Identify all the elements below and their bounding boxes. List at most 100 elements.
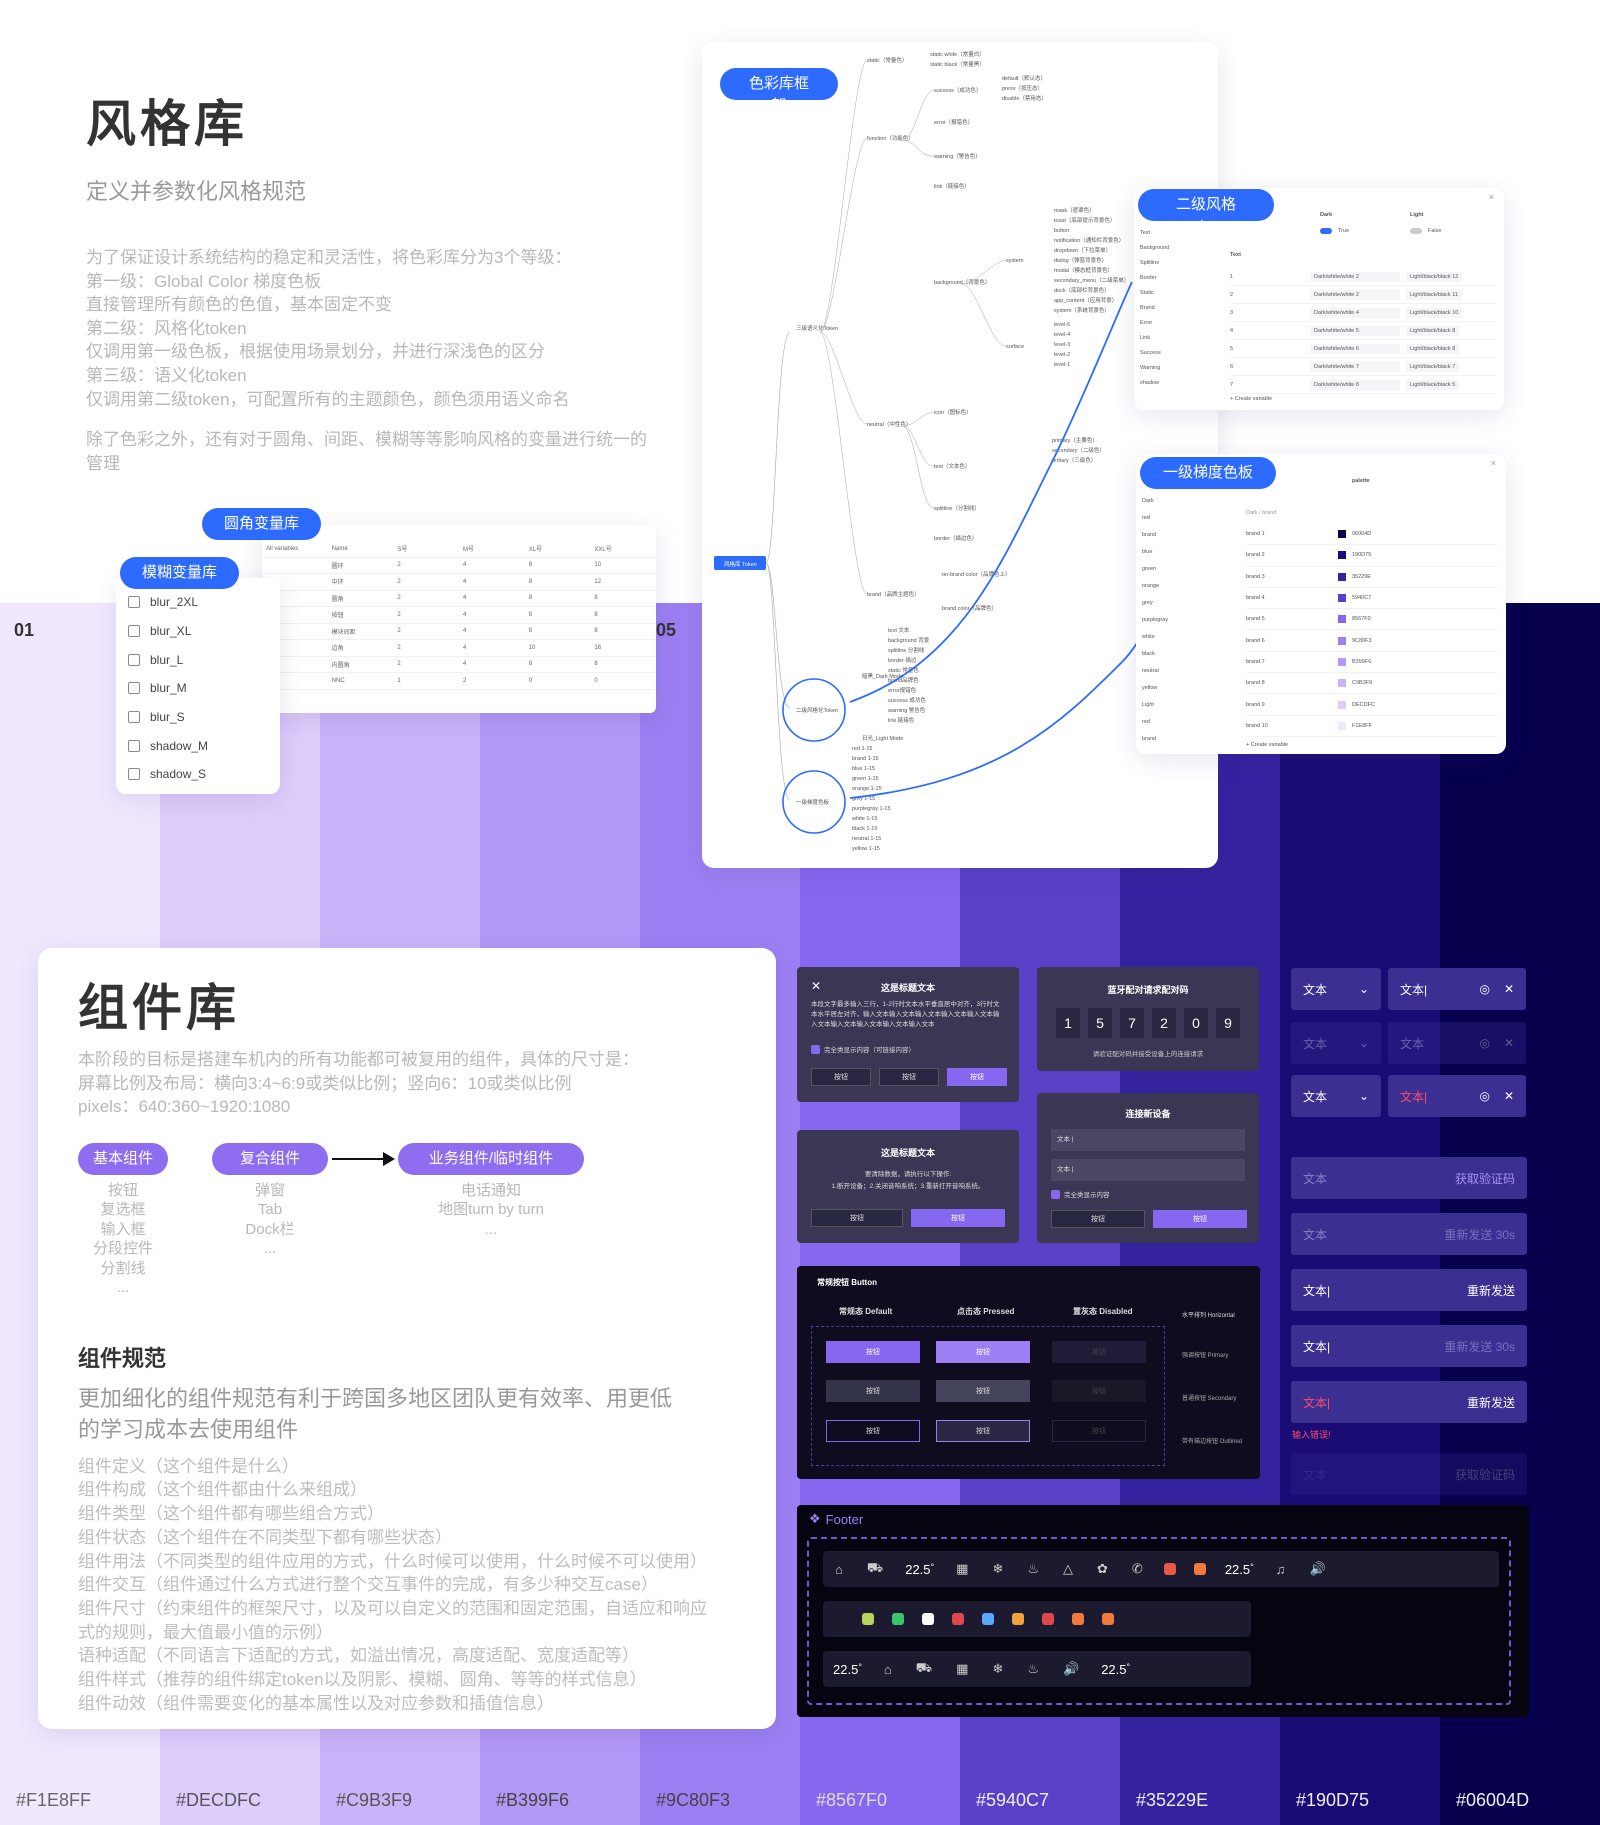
- password-field[interactable]: 文本|◎✕: [1388, 968, 1526, 1010]
- close-icon[interactable]: ✕: [811, 979, 822, 993]
- primary-default-button[interactable]: 按钮: [826, 1341, 920, 1363]
- sidebar-item[interactable]: red: [1142, 719, 1150, 725]
- sidebar-item[interactable]: orange: [1142, 583, 1160, 589]
- verification-input[interactable]: 文本|重新发送: [1291, 1269, 1527, 1311]
- app-icon[interactable]: [892, 1613, 904, 1625]
- dialog-button[interactable]: 按钮: [811, 1209, 903, 1227]
- temperature-display[interactable]: 22.5°: [905, 1562, 934, 1577]
- app-icon[interactable]: [1042, 1613, 1054, 1625]
- resend-button[interactable]: 重新发送 30s: [1444, 1227, 1515, 1242]
- category-complex[interactable]: 复合组件: [212, 1142, 328, 1175]
- app-icon[interactable]: [862, 1613, 874, 1625]
- sidebar-item[interactable]: red: [1142, 515, 1150, 521]
- sidebar-item[interactable]: Warning: [1140, 365, 1161, 371]
- verification-input[interactable]: 文本获取验证码: [1291, 1157, 1527, 1199]
- temperature-display[interactable]: 22.5°: [833, 1662, 862, 1677]
- verification-input[interactable]: 文本重新发送 30s: [1291, 1213, 1527, 1255]
- outlined-default-button[interactable]: 按钮: [826, 1420, 920, 1442]
- clear-icon[interactable]: ✕: [1503, 982, 1514, 996]
- seat-heat-icon[interactable]: ♨: [1027, 1561, 1039, 1576]
- sidebar-item[interactable]: brand: [1142, 736, 1157, 742]
- eye-off-icon[interactable]: ◎: [1479, 1036, 1490, 1050]
- sidebar-item[interactable]: Success: [1140, 350, 1161, 356]
- sidebar-item[interactable]: purplegray: [1142, 617, 1168, 623]
- sidebar-item[interactable]: grey: [1142, 600, 1153, 606]
- sidebar-item[interactable]: brand: [1142, 532, 1157, 538]
- outlined-pressed-button[interactable]: 按钮: [936, 1420, 1030, 1442]
- app-icon[interactable]: [1102, 1613, 1114, 1625]
- car-icon[interactable]: ⛟: [915, 1660, 933, 1675]
- create-variable-button[interactable]: + Create variable: [1230, 396, 1273, 402]
- light-toggle[interactable]: False: [1410, 228, 1441, 234]
- sidebar-item[interactable]: white: [1142, 634, 1155, 640]
- app-icon[interactable]: [922, 1613, 934, 1625]
- sidebar-item[interactable]: neutral: [1142, 668, 1159, 674]
- sidebar-item[interactable]: Border: [1140, 275, 1157, 281]
- list-item[interactable]: blur_S: [128, 703, 268, 732]
- dialog-primary-button[interactable]: 按钮: [911, 1209, 1005, 1227]
- text-field[interactable]: 文本 |: [1051, 1159, 1245, 1181]
- sidebar-item[interactable]: Static: [1140, 290, 1154, 296]
- apps-icon[interactable]: ▦: [956, 1561, 969, 1576]
- dialog-button[interactable]: 按钮: [811, 1068, 871, 1086]
- password-field[interactable]: 文本◎✕: [1388, 1022, 1526, 1064]
- app-icon[interactable]: [952, 1613, 964, 1625]
- resend-button[interactable]: 重新发送: [1466, 1283, 1515, 1298]
- sidebar-item[interactable]: Splitline: [1140, 260, 1160, 266]
- verification-input[interactable]: 文本获取验证码: [1291, 1453, 1527, 1495]
- list-item[interactable]: blur_XL: [128, 617, 268, 646]
- category-business[interactable]: 业务组件/临时组件: [398, 1142, 584, 1175]
- ac-icon[interactable]: ✿: [1097, 1561, 1108, 1576]
- password-field[interactable]: 文本|◎✕: [1388, 1075, 1526, 1117]
- dropdown-select[interactable]: 文本⌄: [1291, 1075, 1381, 1117]
- sidebar-item[interactable]: Light: [1142, 702, 1154, 708]
- sidebar-item[interactable]: shadow: [1140, 380, 1159, 386]
- volume-icon[interactable]: 🔊: [1309, 1561, 1326, 1576]
- sidebar-item[interactable]: Dark: [1142, 498, 1154, 504]
- volume-icon[interactable]: 🔊: [1063, 1661, 1080, 1676]
- resend-button[interactable]: 重新发送 30s: [1444, 1339, 1515, 1354]
- temperature-display[interactable]: 22.5°: [1101, 1662, 1130, 1677]
- seat-heat-icon[interactable]: ♨: [1027, 1661, 1039, 1676]
- list-item[interactable]: blur_M: [128, 674, 268, 703]
- list-item[interactable]: blur_2XL: [128, 588, 268, 617]
- close-icon[interactable]: ×: [1488, 192, 1494, 202]
- sidebar-item[interactable]: black: [1142, 651, 1155, 657]
- sidebar-item[interactable]: blue: [1142, 549, 1153, 555]
- app-icon[interactable]: [1193, 1563, 1206, 1575]
- eye-off-icon[interactable]: ◎: [1479, 1089, 1490, 1103]
- home-icon[interactable]: ⌂: [835, 1561, 843, 1577]
- dropdown-select[interactable]: 文本⌄: [1291, 1022, 1381, 1064]
- dropdown-select[interactable]: 文本⌄: [1291, 968, 1381, 1010]
- clear-icon[interactable]: ✕: [1503, 1089, 1514, 1103]
- app-icon[interactable]: [982, 1613, 994, 1625]
- temperature-display[interactable]: 22.5°: [1225, 1562, 1254, 1577]
- app-icon[interactable]: [1012, 1613, 1024, 1625]
- resend-button[interactable]: 获取验证码: [1454, 1171, 1515, 1186]
- navigation-icon[interactable]: △: [1063, 1561, 1073, 1576]
- clear-icon[interactable]: ✕: [1503, 1036, 1514, 1050]
- sidebar-item[interactable]: Error: [1140, 320, 1153, 326]
- resend-button[interactable]: 重新发送: [1466, 1395, 1515, 1410]
- apps-icon[interactable]: ▦: [956, 1661, 969, 1676]
- dialog-button[interactable]: 按钮: [879, 1068, 939, 1086]
- sidebar-item[interactable]: Link: [1140, 335, 1151, 341]
